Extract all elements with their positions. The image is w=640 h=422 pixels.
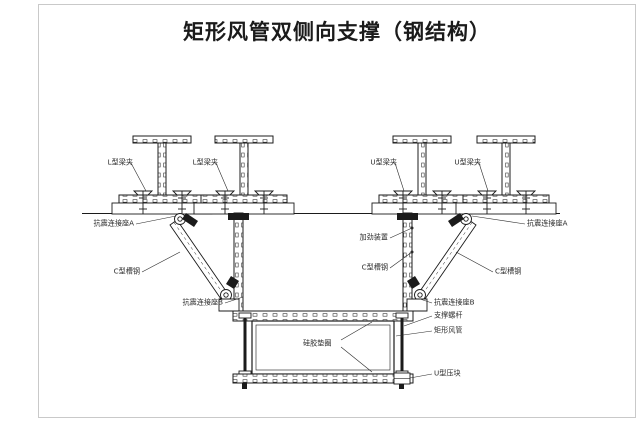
steel-i-beam-1 — [111, 135, 213, 215]
label-rectangular-duct: 矩形风管 — [434, 326, 463, 335]
beam-clamp-2b — [253, 190, 275, 214]
label-support-threaded-rod: 支撑螺杆 — [434, 311, 463, 320]
beam-clamp-2a — [214, 190, 236, 214]
page-title: 矩形风管双侧向支撑（钢结构） — [183, 21, 491, 44]
steel-i-beam-3 — [371, 135, 473, 215]
label-seismic-connector-A-right: 抗震连接座A — [527, 219, 568, 228]
beam-clamp-4b — [515, 190, 537, 214]
steel-i-beam-4 — [455, 135, 557, 215]
label-beam-clamp-L-2: L型梁夹 — [192, 158, 218, 167]
horizontal-channel-lower — [232, 373, 414, 384]
label-seismic-connector-B-right: 抗震连接座B — [434, 298, 475, 307]
leader-lines — [130, 162, 526, 379]
beam-clamp-4a — [476, 190, 498, 214]
diagonal-brace-left — [169, 213, 240, 312]
label-silicone-gasket: 硅胶垫圈 — [303, 339, 332, 348]
beam-clamp-1b — [171, 190, 193, 214]
beam-clamp-1a — [132, 190, 154, 214]
label-seismic-connector-B-left: 抗震连接座B — [182, 298, 223, 307]
leader-dots — [410, 226, 414, 254]
beam-clamp-3a — [392, 190, 414, 214]
label-beam-clamp-U-2: U型梁夹 — [454, 158, 481, 167]
label-beam-clamp-U-1: U型梁夹 — [370, 158, 397, 167]
label-stiffener-device: 加劲装置 — [359, 233, 389, 242]
label-channel-steel-C-center: C型槽钢 — [361, 263, 388, 272]
label-channel-steel-C-right: C型槽钢 — [495, 267, 522, 276]
label-beam-clamp-L-1: L型梁夹 — [107, 158, 133, 167]
beam-clamp-3b — [431, 190, 453, 214]
diagonal-brace-right — [406, 213, 477, 312]
label-seismic-connector-A-left: 抗震连接座A — [93, 219, 134, 228]
steel-i-beam-2 — [193, 135, 295, 215]
label-u-clamp-block: U型压块 — [434, 369, 461, 378]
u-clamp-block — [393, 372, 411, 385]
horizontal-channel-upper — [232, 310, 414, 322]
label-channel-steel-C-left: C型槽钢 — [113, 267, 140, 276]
rectangular-duct-body — [251, 320, 395, 375]
